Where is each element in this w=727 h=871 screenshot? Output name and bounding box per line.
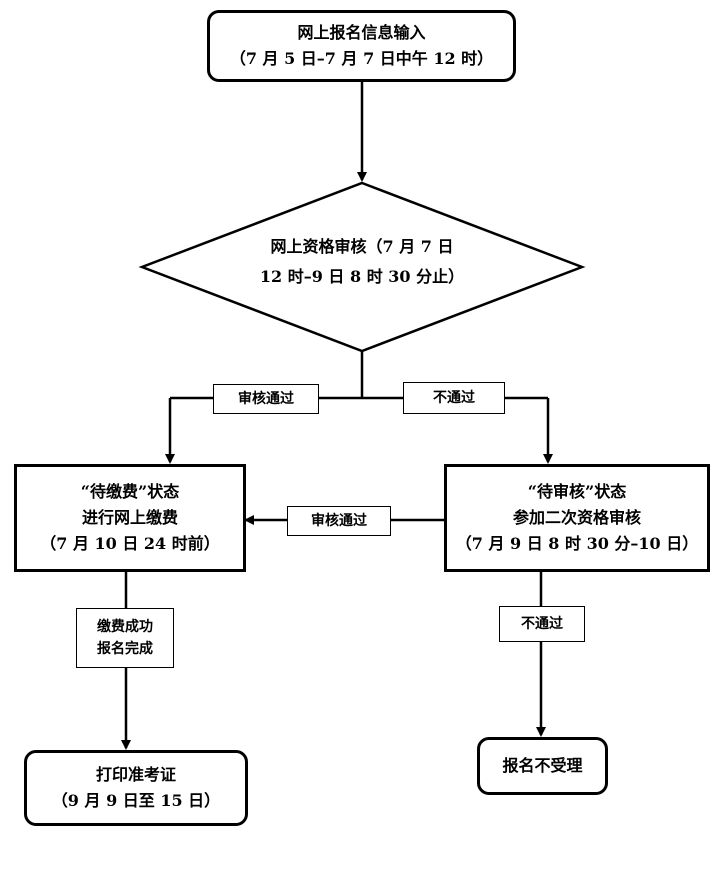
node-pending-payment-line1: “待缴费”状态 xyxy=(80,482,180,501)
node-print-admission-ticket-line1: 打印准考证 xyxy=(95,765,176,784)
edge-label-second-pass-text: 审核通过 xyxy=(311,513,367,529)
edge-label-paid: 缴费成功 报名完成 xyxy=(76,608,174,668)
node-online-review-line2: 12 时–9 日 8 时 30 分止） xyxy=(259,267,465,286)
edge-label-second-pass: 审核通过 xyxy=(287,506,391,536)
node-registration-rejected: 报名不受理 xyxy=(477,737,608,795)
edge-label-fail-text: 不通过 xyxy=(433,390,475,406)
edge-label-second-fail-text: 不通过 xyxy=(521,616,563,632)
edge-label-paid-line2: 报名完成 xyxy=(97,641,153,657)
node-pending-payment-line2: 进行网上缴费 xyxy=(81,508,178,527)
node-registration-input-line1: 网上报名信息输入 xyxy=(297,23,426,42)
node-pending-review-line2: 参加二次资格审核 xyxy=(512,508,641,527)
node-print-admission-ticket: 打印准考证 （9 月 9 日至 15 日） xyxy=(24,750,248,826)
edge-label-pass-text: 审核通过 xyxy=(238,391,294,407)
node-registration-rejected-line1: 报名不受理 xyxy=(502,756,583,775)
edge-label-fail: 不通过 xyxy=(403,382,505,414)
node-pending-payment: “待缴费”状态 进行网上缴费 （7 月 10 日 24 时前） xyxy=(14,464,246,572)
node-pending-review: “待审核”状态 参加二次资格审核 （7 月 9 日 8 时 30 分–10 日） xyxy=(444,464,710,572)
edge-label-pass: 审核通过 xyxy=(213,384,319,414)
node-online-review-text: 网上资格审核（7 月 7 日 12 时–9 日 8 时 30 分止） xyxy=(222,232,502,292)
node-registration-input: 网上报名信息输入 （7 月 5 日–7 月 7 日中午 12 时） xyxy=(207,10,516,82)
node-pending-review-line3: （7 月 9 日 8 时 30 分–10 日） xyxy=(455,534,699,553)
node-pending-review-line1: “待审核”状态 xyxy=(527,482,627,501)
edge-label-second-fail: 不通过 xyxy=(499,606,585,642)
node-online-review-line1: 网上资格审核（7 月 7 日 xyxy=(270,237,454,256)
node-registration-input-line2: （7 月 5 日–7 月 7 日中午 12 时） xyxy=(229,49,494,68)
node-print-admission-ticket-line2: （9 月 9 日至 15 日） xyxy=(51,791,221,810)
node-pending-payment-line3: （7 月 10 日 24 时前） xyxy=(40,534,220,553)
edge-label-paid-line1: 缴费成功 xyxy=(97,619,153,635)
